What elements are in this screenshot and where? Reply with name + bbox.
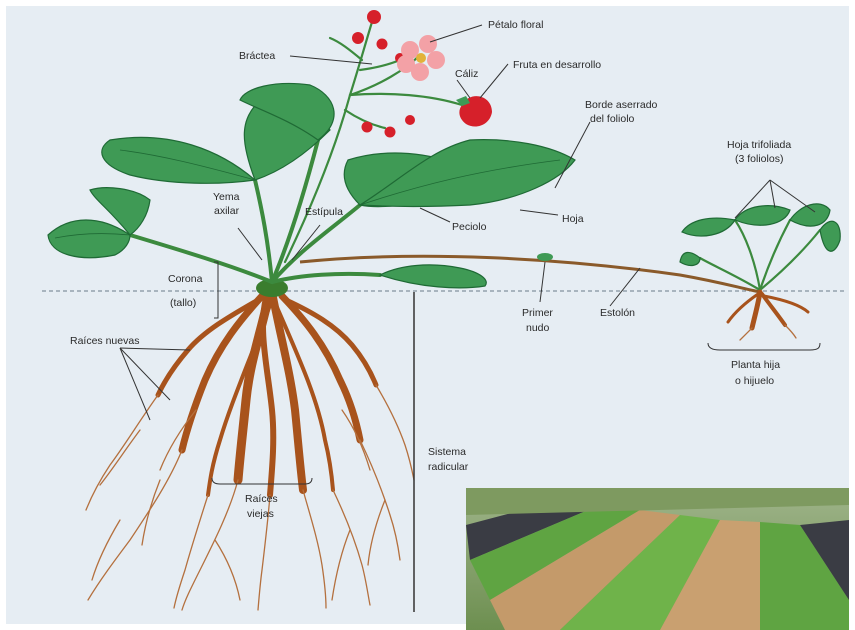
field-photo-inset [466, 488, 849, 630]
label-peciolo: Peciolo [452, 221, 487, 233]
label-borde-aserrado-2: del foliolo [590, 113, 635, 125]
flower-bud [367, 10, 381, 24]
label-raices-viejas-2: viejas [247, 508, 274, 520]
label-yema-1: Yema [213, 191, 240, 203]
label-planta-hija-1: Planta hija [731, 359, 780, 371]
label-primer-nudo-2: nudo [526, 322, 550, 334]
label-sistema-1: Sistema [428, 446, 466, 458]
label-hoja-trifoliada-1: Hoja trifoliada [727, 139, 791, 151]
label-estipula: Estípula [305, 206, 343, 218]
label-hoja: Hoja [562, 213, 584, 225]
flower-bud [385, 127, 396, 138]
label-corona-1: Corona [168, 273, 203, 285]
label-petalo-floral: Pétalo floral [488, 19, 543, 31]
label-raices-nuevas: Raíces nuevas [70, 335, 139, 347]
flower-bud [377, 39, 388, 50]
label-planta-hija-2: o hijuelo [735, 375, 774, 387]
label-caliz: Cáliz [455, 68, 478, 80]
label-sistema-2: radicular [428, 461, 469, 473]
label-raices-viejas-1: Raíces [245, 493, 278, 505]
label-yema-2: axilar [214, 205, 240, 217]
flower-bud [405, 115, 415, 125]
label-borde-aserrado-1: Borde aserrado [585, 99, 658, 111]
label-bractea: Bráctea [239, 50, 275, 62]
label-estolon: Estolón [600, 307, 635, 319]
flower-bud [352, 32, 364, 44]
label-primer-nudo-1: Primer [522, 307, 553, 319]
label-corona-2: (tallo) [170, 297, 196, 309]
label-fruta-en-desarrollo: Fruta en desarrollo [513, 59, 601, 71]
first-node [537, 253, 553, 261]
flower-bud [362, 122, 373, 133]
label-hoja-trifoliada-2: (3 foliolos) [735, 153, 783, 165]
